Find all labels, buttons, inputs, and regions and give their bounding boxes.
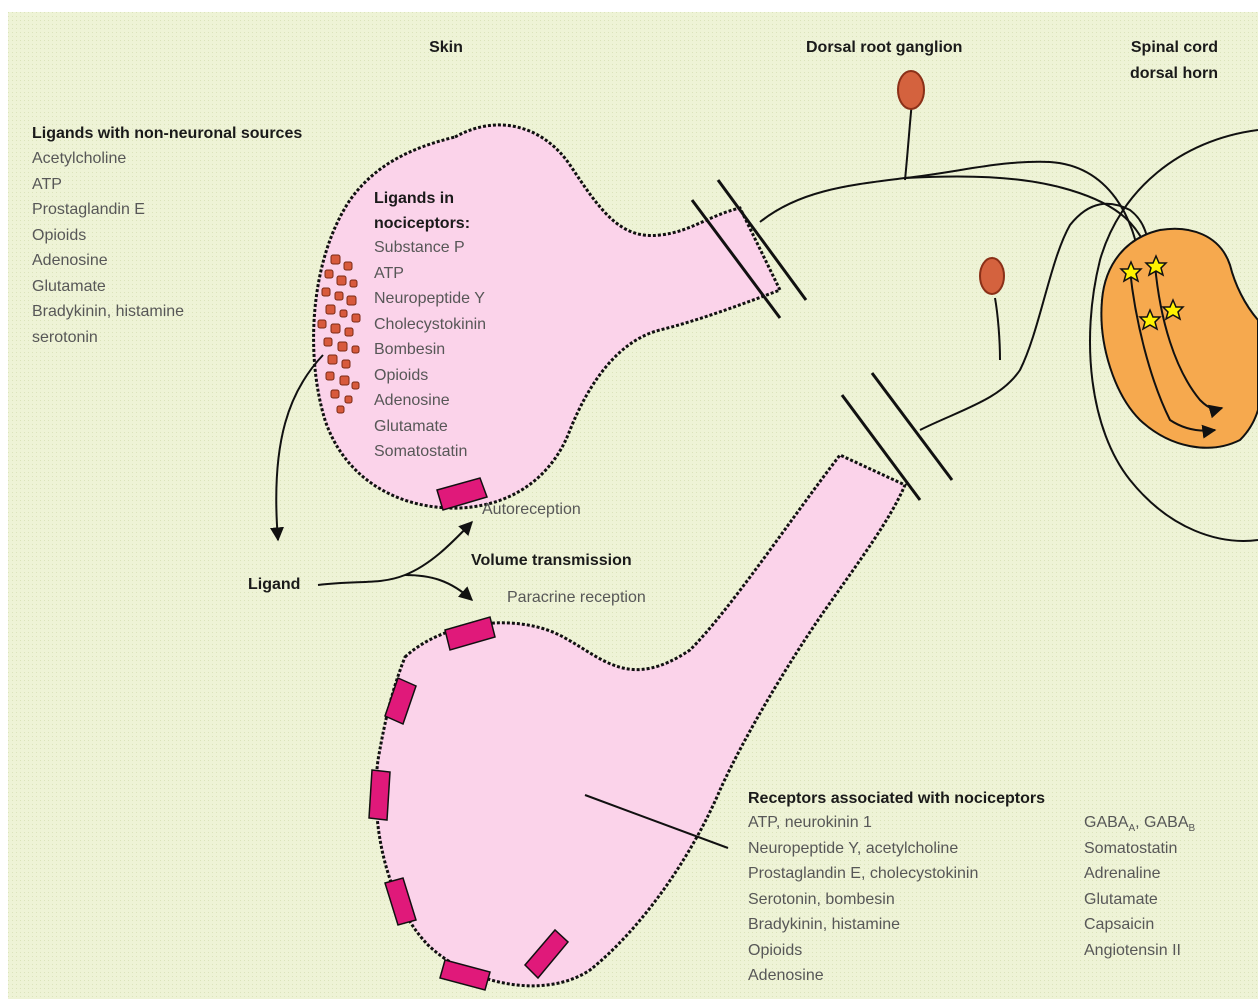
nociceptor-ligand-item: Substance P [374,235,486,261]
nociceptor-ligand-item: Opioids [374,363,486,389]
volume-transmission-label: Volume transmission [471,548,632,574]
receptor-item: Adrenaline [1084,861,1195,887]
nociceptor-ligand-item: Neuropeptide Y [374,286,486,312]
nociceptor-ligands-title-line1: Ligands in [374,186,454,212]
nociceptor-ligand-item: Somatostatin [374,439,486,465]
gaba-b-subscript: B [1189,823,1196,834]
gaba-b-text: , GABA [1135,814,1188,831]
receptor-item: ATP, neurokinin 1 [748,810,978,836]
receptor-item: Adenosine [748,963,978,989]
receptors-title: Receptors associated with nociceptors [748,786,1045,812]
spinal-cord-label-line1: Spinal cord [1080,36,1218,60]
non-neuronal-item: Prostaglandin E [32,197,184,223]
receptor-item: Opioids [748,938,978,964]
receptor-item: Capsaicin [1084,912,1195,938]
ligand-label: Ligand [248,572,300,598]
non-neuronal-item: Opioids [32,223,184,249]
non-neuronal-list: Acetylcholine ATP Prostaglandin E Opioid… [32,146,184,350]
receptor-item: Somatostatin [1084,836,1195,862]
receptor-item: Bradykinin, histamine [748,912,978,938]
ganglion-cell-lower [980,258,1004,294]
nociceptor-ligand-item: Bombesin [374,337,486,363]
nociceptor-ligands-title-line2: nociceptors: [374,211,470,237]
receptor-item: Neuropeptide Y, acetylcholine [748,836,978,862]
nociceptor-ligands-list: Substance P ATP Neuropeptide Y Cholecyst… [374,235,486,465]
nociceptor-ligand-item: Glutamate [374,414,486,440]
non-neuronal-item: serotonin [32,325,184,351]
dorsal-root-ganglion-label: Dorsal root ganglion [806,36,962,60]
receptor-item: Serotonin, bombesin [748,887,978,913]
autoreception-label: Autoreception [482,497,581,523]
receptor-item: Angiotensin II [1084,938,1195,964]
non-neuronal-item: Adenosine [32,248,184,274]
non-neuronal-title: Ligands with non-neuronal sources [32,121,302,147]
nociceptor-ligand-item: Adenosine [374,388,486,414]
receptor-item: Glutamate [1084,887,1195,913]
spinal-cord-label-line2: dorsal horn [1080,62,1218,86]
receptors-list-col1: ATP, neurokinin 1 Neuropeptide Y, acetyl… [748,810,978,989]
nociceptor-ligand-item: Cholecystokinin [374,312,486,338]
non-neuronal-item: Glutamate [32,274,184,300]
non-neuronal-item: Bradykinin, histamine [32,299,184,325]
paracrine-reception-label: Paracrine reception [507,585,646,611]
ganglion-cell-upper [898,71,924,109]
gaba-a-text: GABA [1084,814,1128,831]
receptor-item-gaba: GABAA, GABAB [1084,810,1195,836]
non-neuronal-item: Acetylcholine [32,146,184,172]
nociceptor-ligand-item: ATP [374,261,486,287]
skin-label: Skin [398,36,494,60]
receptor-item: Prostaglandin E, cholecystokinin [748,861,978,887]
receptors-list-col2: GABAA, GABAB Somatostatin Adrenaline Glu… [1084,810,1195,963]
non-neuronal-item: ATP [32,172,184,198]
